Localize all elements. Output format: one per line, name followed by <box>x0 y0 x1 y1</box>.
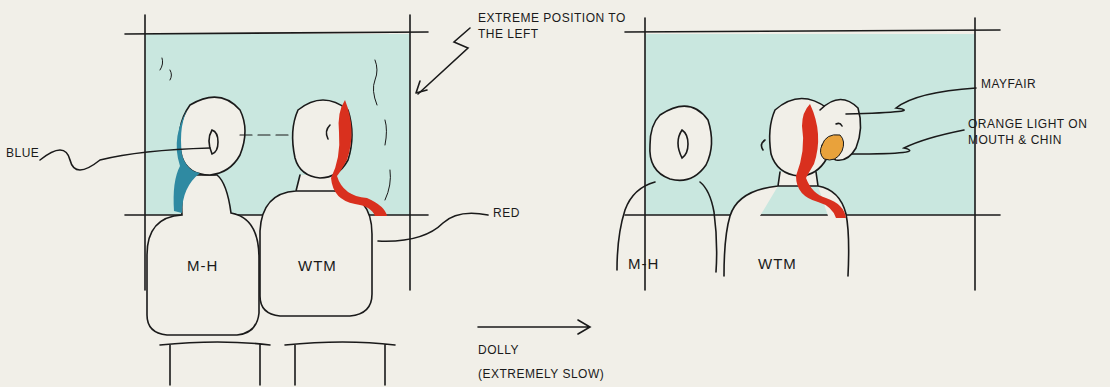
camera-note: (EXTREMELY SLOW) <box>478 366 604 382</box>
character-label: M-H <box>187 258 218 274</box>
camera-move: DOLLY <box>478 342 519 358</box>
note-text: EXTREME POSITION TO THE LEFT <box>478 10 638 42</box>
character-label: WTM <box>758 256 797 272</box>
character-label: M-H <box>628 256 659 272</box>
character-label: MAYFAIR <box>981 76 1036 92</box>
lighting-note: ORANGE LIGHT ON MOUTH & CHIN <box>968 116 1103 148</box>
color-note: BLUE <box>6 145 39 161</box>
character-label: WTM <box>298 258 337 274</box>
color-note: RED <box>493 205 520 221</box>
